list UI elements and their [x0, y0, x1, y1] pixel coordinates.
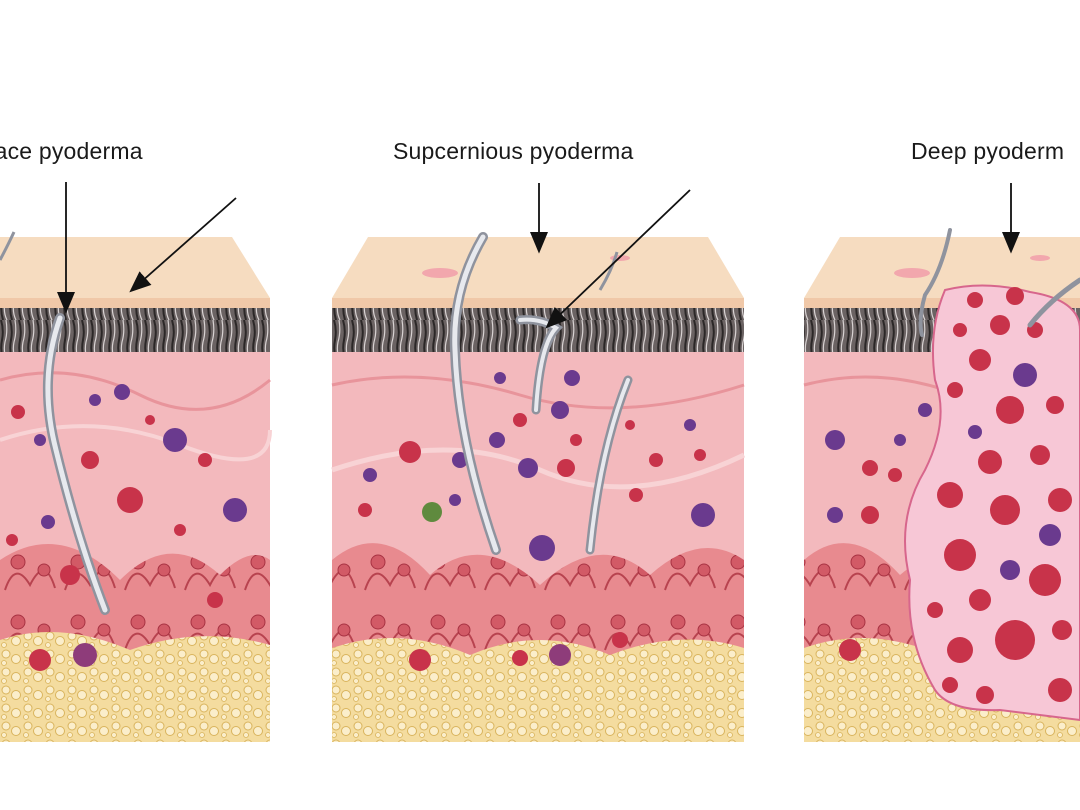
- subcutaneous-fat: [0, 632, 270, 742]
- hair-follicle-band: [0, 308, 270, 352]
- hair-shaft: [918, 228, 952, 337]
- panel-deep: [803, 183, 1080, 742]
- dermis-cells: [825, 403, 932, 661]
- inflammatory-cells: [358, 370, 715, 671]
- dermal-papillae: [332, 543, 744, 665]
- epidermis-top-face: [0, 237, 270, 298]
- subcutaneous-fat: [332, 638, 744, 742]
- abscess-cells: [927, 287, 1072, 704]
- epidermis-top-face: [332, 237, 744, 298]
- inflammatory-cells: [6, 384, 247, 671]
- panel-label-deep: Deep pyoderm: [911, 138, 1065, 164]
- hair-shaft: [1027, 277, 1080, 328]
- hair-follicle-band: [332, 308, 744, 352]
- panel-label-subcutaneous: Supcernious pyoderma: [393, 138, 634, 164]
- label-arrow: [129, 197, 237, 293]
- epidermis-top-face: [804, 237, 1080, 298]
- panel-superficial: [0, 182, 272, 742]
- panel-subcutaneous: [331, 183, 746, 742]
- panel-label-superficial: face pyoderma: [0, 138, 143, 164]
- label-arrow: [545, 189, 691, 329]
